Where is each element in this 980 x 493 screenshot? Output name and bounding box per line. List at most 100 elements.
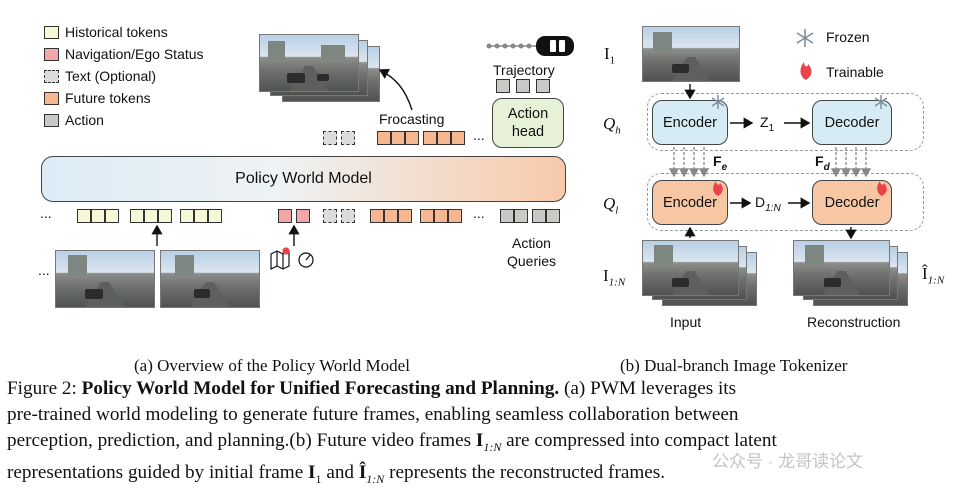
action-token [532,209,546,223]
text-token [341,131,355,145]
frozen-branch-container [647,93,924,151]
historical-token [144,209,158,223]
forecasting-label: Frocasting [379,111,445,127]
trajectory-dots-icon [486,43,538,49]
fe-feature-arrows [668,147,710,178]
action-queries-label: Action Queries [507,234,556,270]
future-token [448,209,462,223]
fd-label: Fd [815,153,830,173]
trajectory-token [536,79,550,93]
snowflake-icon [874,95,888,109]
historical-token [77,209,91,223]
ellipsis: ... [473,127,485,143]
historical-token [194,209,208,223]
caption-title: Policy World Model for Unified Forecasti… [81,378,560,399]
future-token [423,131,437,145]
historical-token [105,209,119,223]
right-panel-caption: (b) Dual-branch Image Tokenizer [620,356,848,375]
action-head-line2: head [511,124,545,140]
legend-item-text: Text (Optional) [44,68,156,84]
legend-label: Navigation/Ego Status [65,46,204,62]
decoder-label: Decoder [824,194,880,211]
ellipsis: ... [38,262,50,278]
future-token [420,209,434,223]
text-token [323,131,337,145]
forecast-frame-front [259,34,359,92]
ql-label: Ql [603,194,619,217]
ellipsis: ... [40,205,52,221]
car-icon [536,36,574,56]
initial-frame-label: I1 [604,44,616,67]
action-queries-line2: Queries [507,253,557,269]
action-token [500,209,514,223]
qh-label: Qh [603,114,621,137]
caption-line-1: Figure 2: Policy World Model for Unified… [7,378,737,399]
fd-feature-arrows [830,147,872,178]
legend-swatch [44,113,59,127]
watermark: 公众号 · 龙哥读论文 [712,452,864,471]
d-latent-label: D1:N [755,194,781,214]
trajectory-token [516,79,530,93]
trainable-branch-container [647,173,924,231]
future-token [437,131,451,145]
policy-world-model-label: Policy World Model [235,170,372,187]
trajectory-token [496,79,510,93]
input-label: Input [670,314,702,330]
trainable-label: Trainable [826,64,884,80]
legend-swatch [44,69,59,83]
future-token [405,131,419,145]
action-queries-line1: Action [512,235,551,251]
frozen-decoder-block: Decoder [812,100,892,145]
input-frame-front [642,240,739,296]
legend-swatch [44,25,59,39]
history-frame-2 [160,250,260,308]
legend-item-future: Future tokens [44,90,151,106]
historical-token [208,209,222,223]
decoder-label: Decoder [824,114,880,131]
future-token [451,131,465,145]
flame-icon [713,181,723,196]
trajectory-label: Trajectory [493,62,555,78]
legend-label: Text (Optional) [65,68,157,84]
input-sequence-label: I1:N [603,266,626,289]
encoder-label: Encoder [662,114,717,131]
left-panel-caption: (a) Overview of the Policy World Model [134,356,410,375]
recon-frame-front [793,240,890,296]
speedometer-icon [298,252,314,268]
legend-label: Action [65,112,104,128]
nav-token [296,209,310,223]
initial-frame [642,26,740,82]
legend-label: Future tokens [65,90,151,106]
future-token [391,131,405,145]
reconstruction-sequence-label: Î1:N [922,264,945,287]
map-icon [270,247,290,270]
snowflake-icon [711,95,725,109]
future-token [370,209,384,223]
z1-label: Z1 [760,114,775,134]
future-token [434,209,448,223]
flame-icon [877,181,887,196]
text-token [323,209,337,223]
legend-label: Historical tokens [65,24,168,40]
historical-token [91,209,105,223]
legend-item-historical: Historical tokens [44,24,168,40]
fe-label: Fe [713,153,728,173]
action-head-line1: Action [507,106,549,122]
future-token [398,209,412,223]
historical-token [158,209,172,223]
flame-icon [800,62,812,80]
caption-line-3: perception, prediction, and planning.(b)… [7,430,777,454]
caption-line-4: representations guided by initial frame … [7,461,666,486]
figure-caption: Figure 2: Policy World Model for Unified… [7,376,973,492]
text-token [341,209,355,223]
future-token [377,131,391,145]
future-token [384,209,398,223]
legend-swatch [44,91,59,105]
nav-token [278,209,292,223]
encoder-label: Encoder [662,194,717,211]
action-token [546,209,560,223]
caption-line-2: pre-trained world modeling to generate f… [7,404,739,425]
forecasting-arrow [378,69,413,111]
action-head-block: Action head [492,98,564,148]
